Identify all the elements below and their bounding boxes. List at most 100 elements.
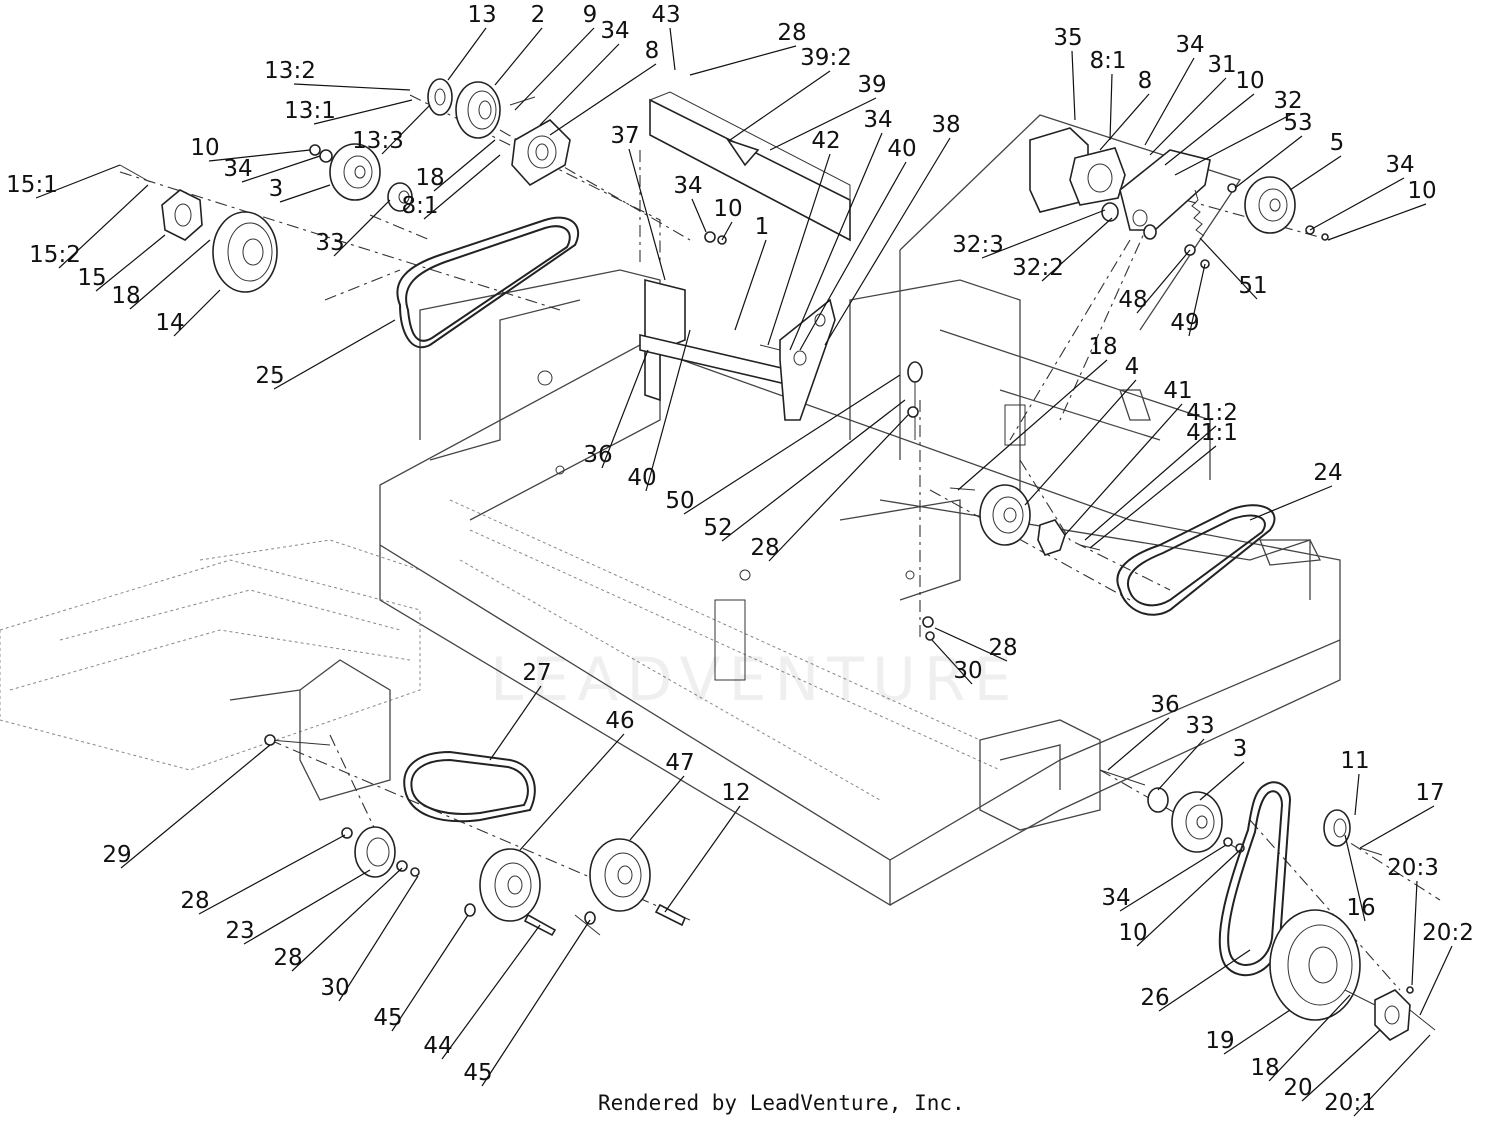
callout-number: 38 bbox=[931, 112, 960, 138]
callout-leader-line bbox=[243, 869, 371, 945]
callout-leader-line bbox=[1089, 445, 1217, 549]
callout-leader-line bbox=[549, 63, 657, 136]
lower-right-drive-assembly bbox=[1099, 769, 1436, 1041]
callout-number: 13 bbox=[467, 2, 496, 28]
callout-number: 24 bbox=[1313, 460, 1342, 486]
callout-number: 40 bbox=[887, 136, 916, 162]
callout-leader-line bbox=[981, 209, 1106, 259]
callout-number: 26 bbox=[1140, 985, 1169, 1011]
callout-leader-line bbox=[669, 27, 676, 71]
callout-number: 8 bbox=[645, 38, 660, 64]
callout-leader-line bbox=[957, 359, 1108, 491]
callout-number: 51 bbox=[1238, 273, 1267, 299]
callout-leader-line bbox=[1359, 805, 1435, 849]
footer-credit: Rendered by LeadVenture, Inc. bbox=[598, 1091, 965, 1115]
callout-number: 32:3 bbox=[952, 232, 1004, 258]
callout-number: 33 bbox=[315, 230, 344, 256]
callout-number: 20:2 bbox=[1422, 920, 1474, 946]
callout-number: 11 bbox=[1340, 748, 1369, 774]
callout-number: 43 bbox=[651, 2, 680, 28]
callout-number: 13:2 bbox=[264, 58, 316, 84]
callout-leader-line bbox=[381, 104, 431, 155]
callout-leader-line bbox=[1199, 237, 1258, 300]
callout-leader-line bbox=[767, 153, 831, 346]
callout-leader-line bbox=[1071, 50, 1076, 121]
callout-number: 16 bbox=[1346, 895, 1375, 921]
callout-leader-line bbox=[1268, 994, 1351, 1082]
callout-leader-line bbox=[1419, 945, 1453, 1016]
callout-leader-line bbox=[934, 627, 1008, 662]
callout-leader-line bbox=[279, 184, 331, 203]
callout-leader-line bbox=[208, 149, 311, 162]
callout-leader-line bbox=[1084, 425, 1217, 541]
callout-number: 20:1 bbox=[1324, 1090, 1376, 1116]
callout-number: 34 bbox=[1101, 885, 1130, 911]
callout-leader-line bbox=[519, 733, 625, 851]
callout-number: 10 bbox=[713, 196, 742, 222]
callout-number: 14 bbox=[155, 310, 184, 336]
callout-number: 29 bbox=[102, 842, 131, 868]
callout-number: 36 bbox=[583, 442, 612, 468]
callout-number: 35 bbox=[1053, 25, 1082, 51]
callout-leader-line bbox=[391, 914, 469, 1032]
callout-leader-line bbox=[1119, 844, 1227, 912]
callout-leader-line bbox=[1064, 403, 1183, 536]
callout-number: 28 bbox=[273, 945, 302, 971]
callout-number: 50 bbox=[665, 488, 694, 514]
callout-number: 40 bbox=[627, 465, 656, 491]
callout-leader-line bbox=[1188, 263, 1206, 337]
upper-left-pulley-assembly bbox=[119, 78, 571, 293]
callout-leader-line bbox=[734, 239, 767, 331]
callout-number: 37 bbox=[610, 123, 639, 149]
callout-leader-line bbox=[1234, 135, 1303, 189]
callout-leader-line bbox=[1354, 773, 1360, 816]
callout-leader-line bbox=[1174, 113, 1293, 176]
callout-number: 30 bbox=[320, 975, 349, 1001]
callout-leader-line bbox=[129, 239, 211, 310]
callout-leader-line bbox=[601, 349, 649, 469]
callout-leader-line bbox=[1199, 761, 1245, 801]
callout-leader-line bbox=[629, 775, 685, 841]
callout-number: 42 bbox=[811, 128, 840, 154]
callout-number: 53 bbox=[1283, 110, 1312, 136]
callout-number: 18 bbox=[111, 283, 140, 309]
callout-number: 15:2 bbox=[29, 242, 81, 268]
callout-number: 9 bbox=[583, 2, 598, 28]
callout-leader-line bbox=[1149, 77, 1227, 156]
lower-left-pulley-assembly bbox=[264, 734, 687, 937]
callout-leader-line bbox=[338, 875, 419, 1002]
callout-number: 52 bbox=[703, 515, 732, 541]
callout-leader-line bbox=[481, 919, 591, 1087]
callout-leader-line bbox=[433, 139, 496, 192]
callout-number: 10 bbox=[1407, 178, 1436, 204]
watermark-text: LEADVENTURE bbox=[490, 645, 1020, 715]
callout-leader-line bbox=[120, 744, 271, 869]
callout-leader-line bbox=[1144, 57, 1195, 146]
callout-number: 15 bbox=[77, 265, 106, 291]
callout-number: 39:2 bbox=[800, 45, 852, 71]
callout-number: 33 bbox=[1185, 713, 1214, 739]
callout-leader-line bbox=[1309, 177, 1405, 231]
callout-number: 28 bbox=[750, 535, 779, 561]
callout-number: 13:3 bbox=[352, 128, 404, 154]
callout-leader-line bbox=[273, 319, 396, 390]
callout-number: 2 bbox=[531, 2, 546, 28]
callout-leader-line bbox=[1024, 379, 1137, 506]
callout-number: 34 bbox=[223, 156, 252, 182]
belt-25 bbox=[396, 216, 580, 349]
callout-leader-line bbox=[539, 43, 620, 126]
callout-number: 28 bbox=[777, 20, 806, 46]
callout-number: 15:1 bbox=[6, 172, 58, 198]
callout-number: 8 bbox=[1138, 68, 1153, 94]
callout-number: 34 bbox=[1175, 32, 1204, 58]
callout-number: 45 bbox=[373, 1005, 402, 1031]
callout-leader-line bbox=[35, 164, 121, 199]
callout-leader-line bbox=[1353, 1034, 1431, 1117]
callout-number: 3 bbox=[1233, 736, 1248, 762]
callout-number: 18 bbox=[1250, 1055, 1279, 1081]
callout-leader-line bbox=[1301, 1029, 1381, 1102]
callout-leader-line bbox=[769, 97, 877, 151]
callout-leader-line bbox=[683, 374, 901, 515]
callout-leader-line bbox=[313, 99, 413, 125]
